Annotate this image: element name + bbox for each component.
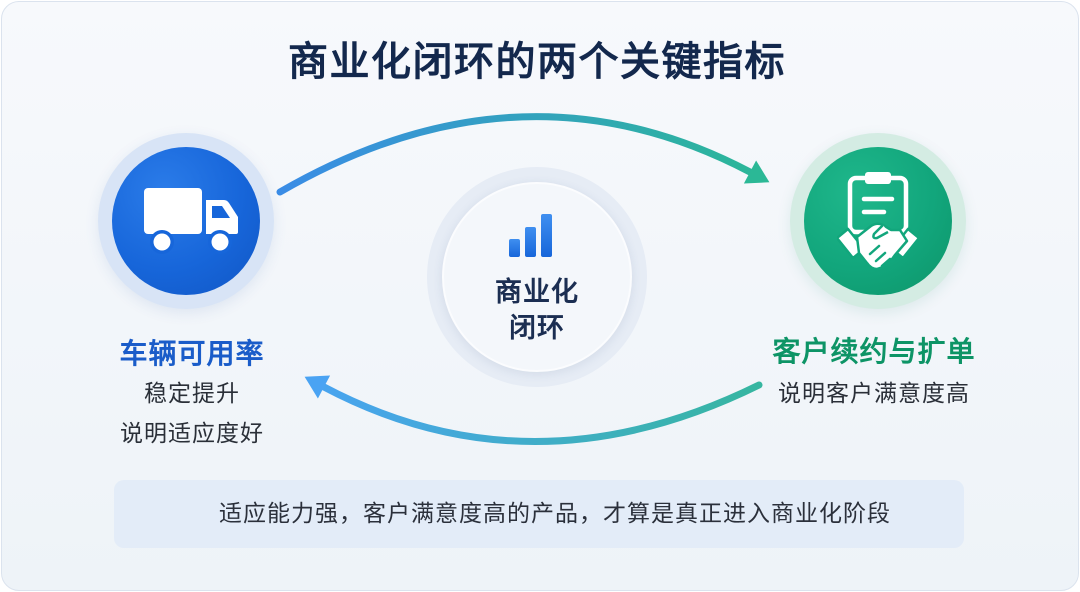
right-metric-line-1: 说明客户满意度高 [778, 381, 970, 407]
handshake-contract-icon [837, 172, 919, 271]
arrow-left-to-right [276, 113, 754, 196]
left-metric-circle [112, 147, 260, 295]
summary-text: 适应能力强，客户满意度高的产品，才算是真正进入商业化阶段 [219, 501, 891, 527]
center-circle [442, 182, 632, 372]
truck-icon [144, 188, 238, 254]
arrow-right-to-left [320, 381, 763, 445]
left-metric-label: 车辆可用率 [119, 337, 265, 370]
right-metric-circle [804, 147, 952, 295]
arrowhead-left-icon [304, 375, 331, 399]
arrowhead-right-icon [743, 160, 770, 184]
bar-chart-icon [509, 214, 552, 257]
right-metric-label: 客户续约与扩单 [772, 335, 976, 368]
summary-banner: 适应能力强，客户满意度高的产品，才算是真正进入商业化阶段 [114, 480, 964, 548]
center-line-2: 闭环 [509, 313, 565, 344]
center-line-1: 商业化 [495, 277, 579, 308]
left-metric-line-1: 稳定提升 [144, 381, 240, 407]
left-metric-line-2: 说明适应度好 [120, 421, 264, 447]
diagram-title: 商业化闭环的两个关键指标 [288, 39, 786, 85]
